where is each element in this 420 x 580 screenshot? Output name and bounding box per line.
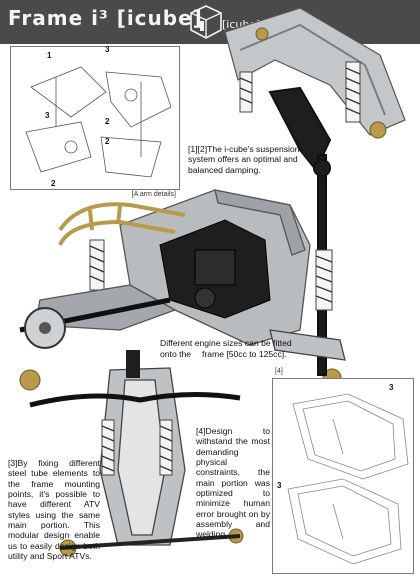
callout-2: 2 [51, 179, 56, 188]
callout-3: 3 [105, 45, 110, 54]
callout-1: 1 [47, 51, 52, 60]
front-lower-arm [269, 329, 346, 361]
callout-3: 3 [389, 383, 394, 392]
frame-line-drawing [287, 393, 409, 565]
rear-rack-tube [58, 202, 186, 246]
engine-caption-line1: Different engine sizes can be fitted [160, 338, 292, 348]
inset-a-label: [A arm details] [131, 191, 176, 198]
rear-shock-absorbers [239, 61, 361, 123]
engine-caption-line2: onto the [160, 349, 192, 359]
front-view-axle [59, 534, 241, 550]
callout-2: 2 [105, 137, 110, 146]
engine-caption-line3: frame [50cc to 125cc]. [202, 349, 287, 359]
front-view-steering-post [126, 350, 140, 378]
page-title: Frame i³ [icube] [8, 6, 203, 30]
cube-logo-icon [190, 5, 222, 39]
front-view-frame [99, 367, 186, 546]
callout-3: 3 [45, 111, 50, 120]
front-view-handlebar [29, 391, 241, 408]
design-caption: [4]Design to withstand the most demandin… [196, 426, 270, 540]
callout-2: 2 [105, 117, 110, 126]
callout-3: 3 [277, 481, 282, 490]
inset-4-label: [4] [275, 368, 283, 375]
inset-arm-details: 1 3 3 2 2 2 [A arm details] [10, 45, 180, 198]
tubes-caption: [3]By fixing different steel tube elemen… [8, 458, 100, 561]
front-shock-absorbers [89, 239, 333, 311]
front-view-springs [101, 419, 173, 476]
arm-details-sketch [25, 66, 172, 178]
engine-block [159, 219, 271, 319]
suspension-caption: [1][2]The i-cube's suspension system off… [188, 144, 300, 175]
inset-frame-drawing: 3 3 [4] [272, 368, 414, 574]
